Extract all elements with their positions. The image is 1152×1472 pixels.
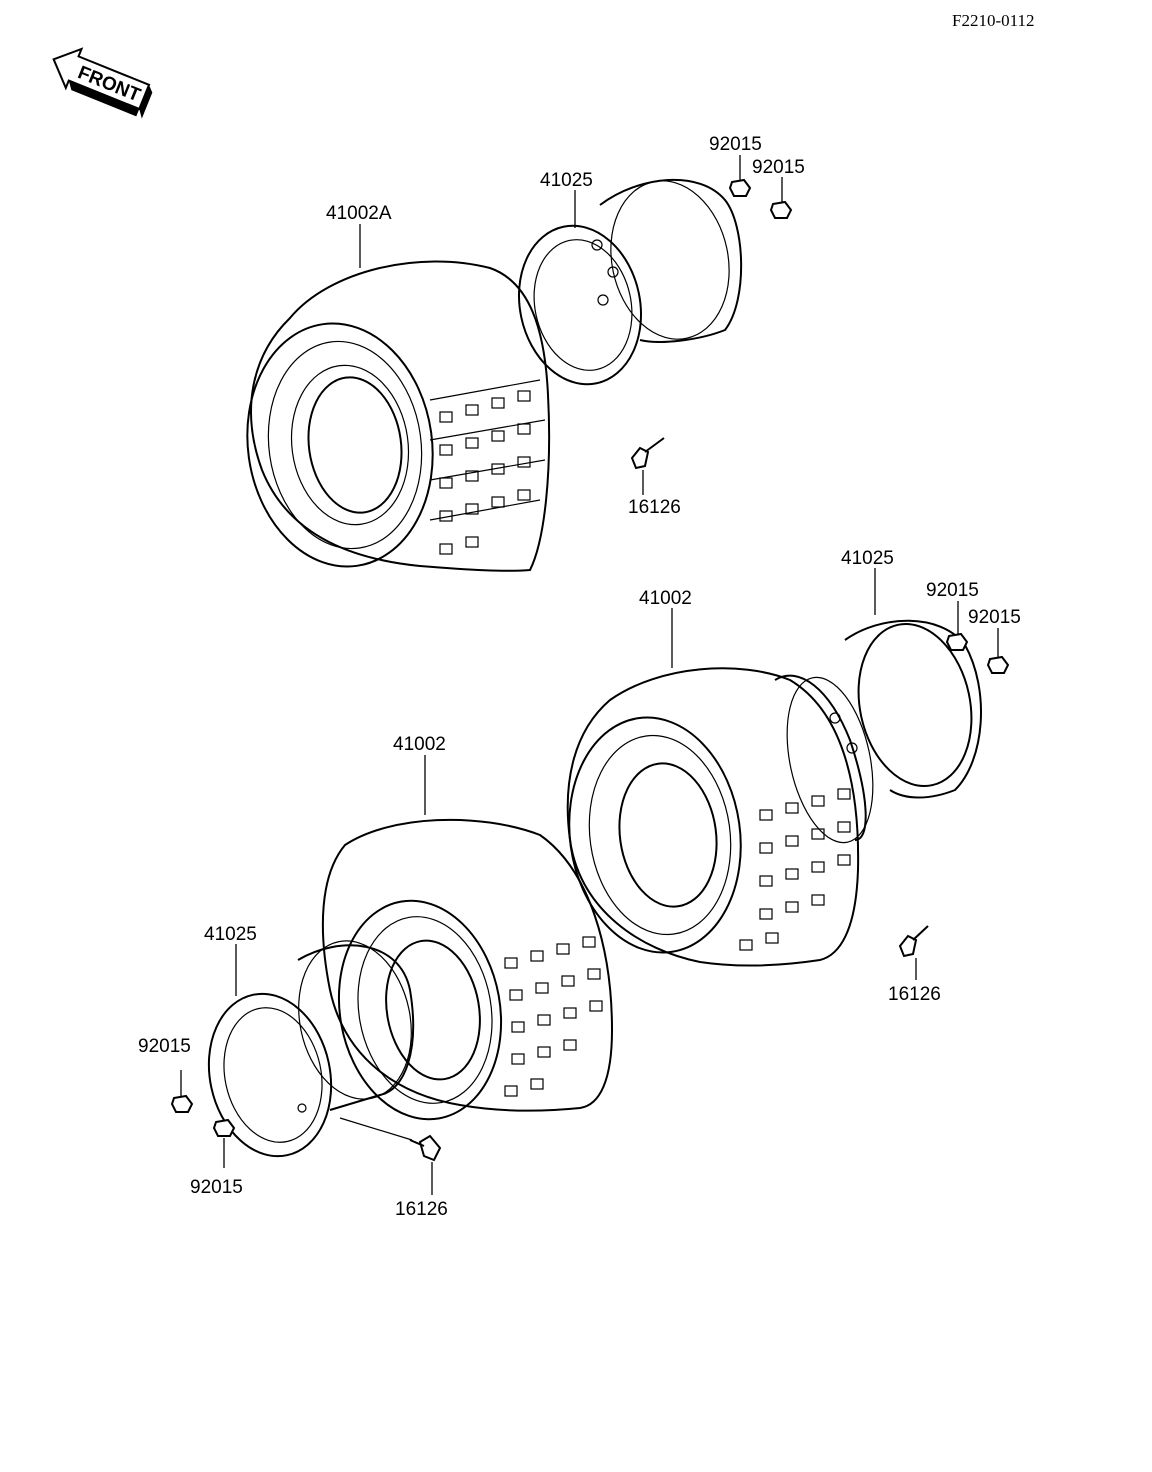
rim-rear-right bbox=[774, 619, 982, 844]
label-rim-front: 41025 bbox=[204, 924, 257, 945]
label-valve-rr: 16126 bbox=[888, 984, 941, 1005]
tire-rear-left bbox=[246, 260, 551, 572]
label-nut-f-1: 92015 bbox=[138, 1036, 191, 1057]
label-nut-rl-2: 92015 bbox=[752, 157, 805, 178]
label-tire-rear-left: 41002A bbox=[326, 203, 392, 224]
label-nut-rr-1: 92015 bbox=[926, 580, 979, 601]
label-valve-f: 16126 bbox=[395, 1199, 448, 1220]
label-rim-rear-left: 41025 bbox=[540, 170, 593, 191]
label-tire-front: 41002 bbox=[393, 734, 446, 755]
nut-rl-2-icon bbox=[769, 200, 793, 219]
nut-f-1-icon bbox=[170, 1094, 194, 1113]
valve-rl-icon bbox=[630, 437, 665, 470]
diagram-code: F2210-0112 bbox=[952, 11, 1035, 30]
label-nut-f-2: 92015 bbox=[190, 1177, 243, 1198]
rim-front bbox=[207, 940, 415, 1158]
tire-rear-right bbox=[566, 667, 860, 967]
label-nut-rl-1: 92015 bbox=[709, 134, 762, 155]
label-nut-rr-2: 92015 bbox=[968, 607, 1021, 628]
label-rim-rear-right: 41025 bbox=[841, 548, 894, 569]
tire-front bbox=[321, 818, 614, 1121]
label-tire-rear-right: 41002 bbox=[639, 588, 692, 609]
nut-rr-2-icon bbox=[986, 655, 1010, 674]
front-arrow-icon: FRONT bbox=[52, 47, 153, 119]
valve-rr-icon bbox=[898, 925, 929, 958]
nut-f-2-icon bbox=[212, 1118, 236, 1137]
valve-f-icon bbox=[409, 1134, 442, 1162]
label-valve-rl: 16126 bbox=[628, 497, 681, 518]
rim-rear-left bbox=[517, 178, 743, 386]
nut-rl-1-icon bbox=[728, 178, 752, 197]
nut-rr-1-icon bbox=[945, 632, 969, 651]
